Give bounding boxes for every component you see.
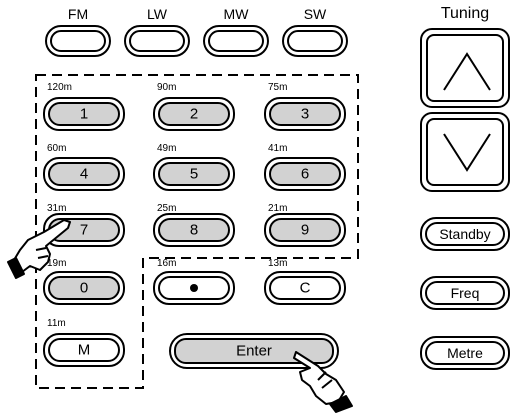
- key-7-label: 7: [79, 221, 89, 239]
- band-label-0: 19m: [47, 258, 67, 269]
- dot-icon: [190, 284, 198, 292]
- key-4-button[interactable]: 4: [43, 157, 125, 191]
- key-3-label: 3: [300, 105, 310, 123]
- key-2-label: 2: [189, 105, 199, 123]
- mw-label: MW: [223, 6, 249, 22]
- band-label-7: 31m: [47, 203, 67, 214]
- tuning-up-button[interactable]: [420, 28, 510, 108]
- standby-button[interactable]: Standby: [420, 217, 510, 251]
- key-6-button[interactable]: 6: [264, 157, 346, 191]
- key-1-button[interactable]: 1: [43, 97, 125, 131]
- key-1-label: 1: [79, 105, 89, 123]
- fm-button[interactable]: [45, 25, 111, 57]
- lw-label: LW: [147, 6, 167, 22]
- key-m-button[interactable]: M: [43, 333, 125, 367]
- mw-button[interactable]: [203, 25, 269, 57]
- fm-label: FM: [67, 6, 89, 22]
- key-3-button[interactable]: 3: [264, 97, 346, 131]
- key-5-button[interactable]: 5: [153, 157, 235, 191]
- band-label-6: 41m: [268, 143, 288, 154]
- key-5-label: 5: [189, 165, 199, 183]
- key-9-button[interactable]: 9: [264, 213, 346, 247]
- band-label-m: 11m: [47, 318, 66, 329]
- metre-button[interactable]: Metre: [420, 336, 510, 370]
- key-m-label: M: [77, 341, 91, 359]
- arrow-up-icon: [443, 52, 491, 91]
- tuning-label: Tuning: [440, 5, 490, 22]
- band-label-8: 25m: [157, 203, 177, 214]
- band-label-c: 13m: [268, 258, 288, 269]
- lw-button[interactable]: [124, 25, 190, 57]
- band-label-dot: 16m: [157, 258, 177, 269]
- key-8-button[interactable]: 8: [153, 213, 235, 247]
- key-4-label: 4: [79, 165, 89, 183]
- key-9-label: 9: [300, 221, 310, 239]
- band-label-1: 120m: [47, 82, 73, 93]
- freq-button[interactable]: Freq: [420, 276, 510, 310]
- sw-button[interactable]: [282, 25, 348, 57]
- key-c-label: C: [299, 279, 311, 297]
- band-label-5: 49m: [157, 143, 177, 154]
- key-7-button[interactable]: 7: [43, 213, 125, 247]
- arrow-down-icon: [443, 133, 491, 172]
- key-0-button[interactable]: 0: [43, 271, 125, 305]
- freq-label: Freq: [450, 285, 480, 301]
- sw-label: SW: [303, 6, 327, 22]
- tuning-down-button[interactable]: [420, 112, 510, 192]
- standby-label: Standby: [439, 226, 491, 242]
- metre-label: Metre: [447, 345, 483, 361]
- key-c-button[interactable]: C: [264, 271, 346, 305]
- enter-button[interactable]: Enter: [169, 333, 339, 369]
- band-label-2: 90m: [157, 82, 177, 93]
- band-label-4: 60m: [47, 143, 67, 154]
- enter-label: Enter: [236, 342, 272, 360]
- key-0-label: 0: [79, 279, 89, 297]
- band-label-9: 21m: [268, 203, 288, 214]
- key-dot-button[interactable]: [153, 271, 235, 305]
- key-6-label: 6: [300, 165, 310, 183]
- key-2-button[interactable]: 2: [153, 97, 235, 131]
- band-label-3: 75m: [268, 82, 288, 93]
- key-8-label: 8: [189, 221, 199, 239]
